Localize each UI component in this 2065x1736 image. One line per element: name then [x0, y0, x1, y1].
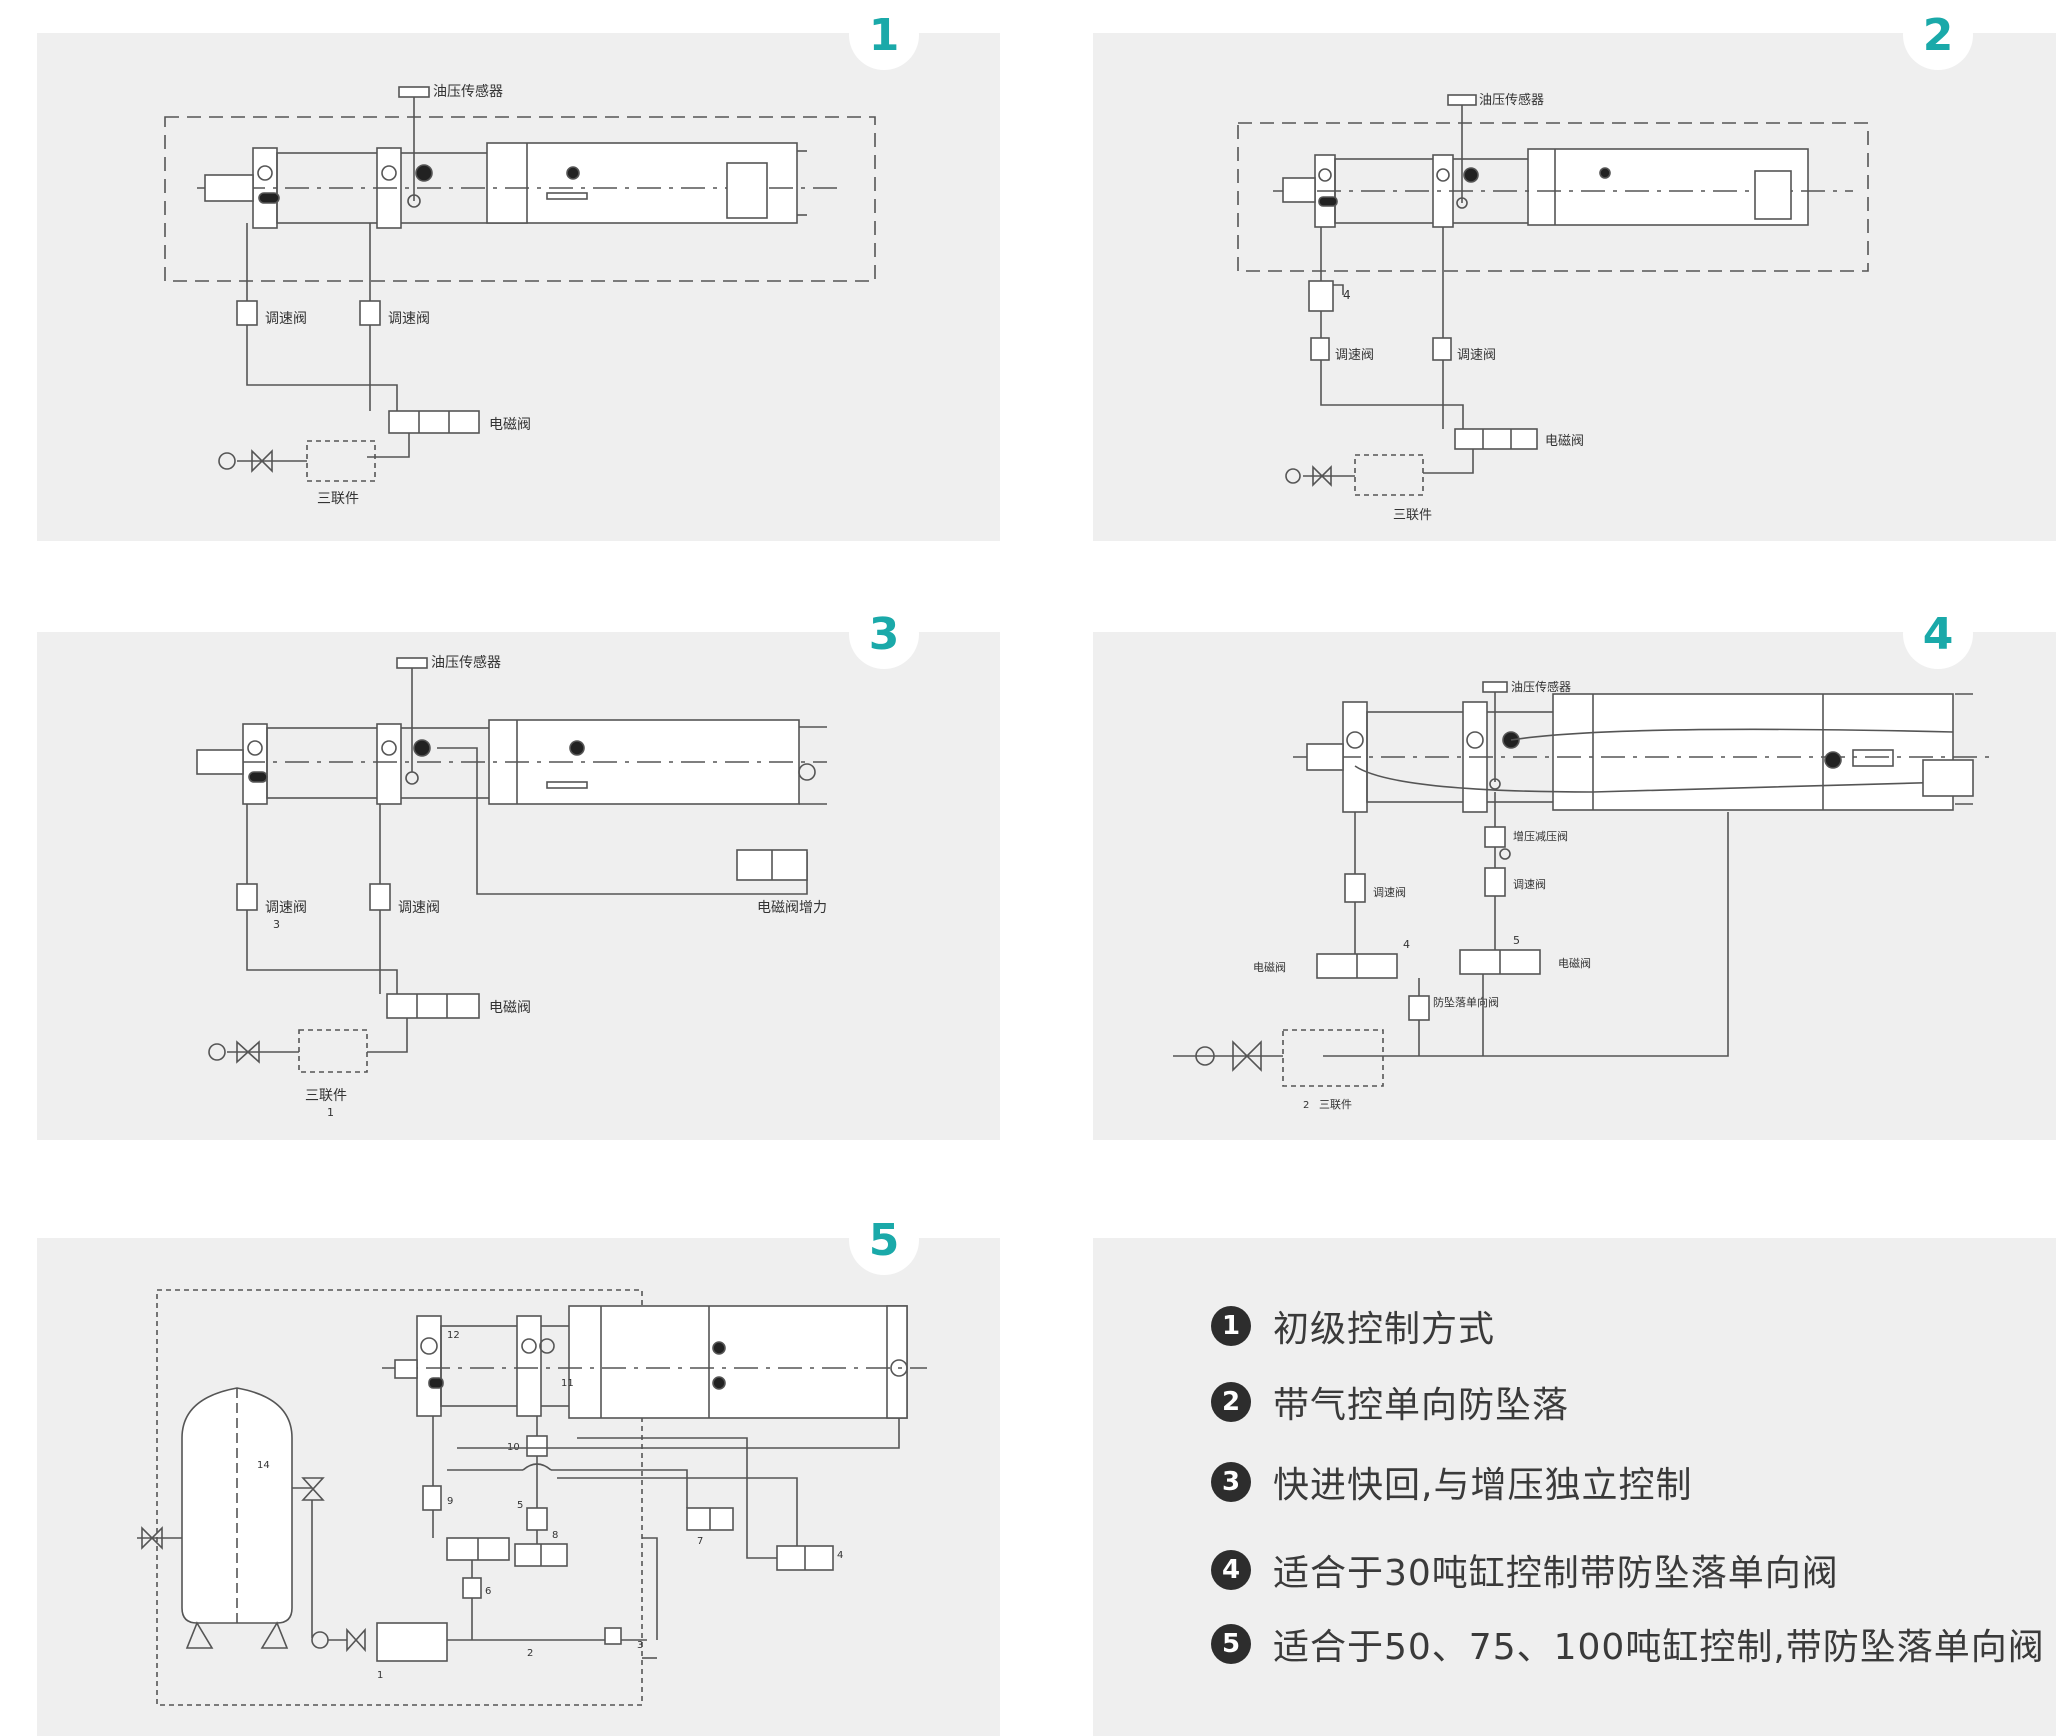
label-n11: 11 — [561, 1378, 574, 1389]
label-frl: 三联件 — [317, 491, 359, 507]
legend-number: 5 — [1211, 1624, 1251, 1664]
legend-list: 1 初级控制方式 2 带气控单向防坠落 3 快进快回,与增压独立控制 4 适合于… — [1093, 1238, 2056, 1736]
label-speed-a: 调速阀 — [265, 311, 307, 327]
label-num-b: 1 — [327, 1106, 334, 1119]
label-speed-a: 调速阀 — [1335, 348, 1374, 363]
label-boost-solenoid: 电磁阀增力 — [757, 900, 827, 916]
panel-number-badge: 2 — [1903, 0, 1973, 70]
panel-number-badge: 3 — [849, 599, 919, 669]
label-check-num: 4 — [1343, 288, 1351, 302]
label-speed-b: 调速阀 — [398, 900, 440, 916]
label-n8: 8 — [552, 1530, 558, 1541]
label-frl: 三联件 — [1393, 508, 1432, 523]
label-solenoid: 电磁阀 — [489, 417, 531, 433]
label-sensor: 油压传感器 — [433, 83, 503, 100]
label-n3: 3 — [637, 1640, 643, 1651]
label-solenoid: 电磁阀 — [1545, 434, 1584, 449]
label-speed-b: 调速阀 — [1513, 877, 1546, 891]
label-speed-a: 调速阀 — [265, 900, 307, 916]
legend-item-2: 2 带气控单向防坠落 — [1211, 1376, 1569, 1428]
label-booster: 增压减压阀 — [1513, 829, 1568, 843]
diagram-panel-4: 油压传感器 增压减压阀 调速阀 调速阀 4 电磁阀 — [1093, 599, 2056, 1140]
label-solenoid: 电磁阀 — [489, 1000, 531, 1016]
legend-text: 适合于50、75、100吨缸控制,带防坠落单向阀 — [1273, 1627, 2045, 1668]
label-frl: 三联件 — [1319, 1098, 1352, 1111]
panel-number-badge: 4 — [1903, 599, 1973, 669]
panel-number-badge: 1 — [849, 0, 919, 70]
legend-number: 2 — [1211, 1382, 1251, 1422]
diagram-panel-2: 油压传感器 4 调速阀 调速阀 电磁阀 三联件 2 — [1093, 0, 2056, 541]
label-speed-b: 调速阀 — [388, 311, 430, 327]
legend-item-1: 1 初级控制方式 — [1211, 1300, 1495, 1352]
schematic-1: 油压传感器 调速阀 调速阀 电磁阀 三联件 — [164, 83, 876, 507]
label-n2: 2 — [527, 1648, 533, 1659]
label-n9: 9 — [447, 1496, 453, 1507]
panel-number-badge: 5 — [849, 1205, 919, 1275]
label-n12: 12 — [447, 1330, 460, 1341]
label-n6: 6 — [485, 1586, 491, 1597]
label-num-a: 3 — [273, 918, 280, 931]
label-speed-b: 调速阀 — [1457, 348, 1496, 363]
label-anti-drop: 防坠落单向阀 — [1433, 995, 1499, 1009]
label-n1: 1 — [377, 1670, 383, 1681]
label-n14: 14 — [257, 1460, 270, 1471]
legend-item-5: 5 适合于50、75、100吨缸控制,带防坠落单向阀 — [1211, 1618, 2045, 1670]
legend-item-3: 3 快进快回,与增压独立控制 — [1211, 1456, 1692, 1508]
label-num-a: 4 — [1403, 938, 1410, 951]
schematic-3: 油压传感器 电磁阀增力 调速阀 3 调速阀 电磁阀 — [196, 654, 827, 1119]
label-n7: 7 — [697, 1536, 703, 1547]
schematic-5: 14 1 2 3 12 11 9 10 — [137, 1289, 927, 1706]
schematic-4: 油压传感器 增压减压阀 调速阀 调速阀 4 电磁阀 — [1173, 679, 1993, 1111]
legend-number: 4 — [1211, 1550, 1251, 1590]
label-solenoid-b: 电磁阀 — [1558, 956, 1591, 970]
label-solenoid-a: 电磁阀 — [1253, 960, 1286, 974]
label-num-frl: 2 — [1303, 1100, 1309, 1111]
schematic-2: 油压传感器 4 调速阀 调速阀 电磁阀 三联件 — [1237, 92, 1869, 523]
label-frl: 三联件 — [305, 1088, 347, 1104]
label-sensor: 油压传感器 — [1511, 679, 1571, 694]
diagram-panel-3: 油压传感器 电磁阀增力 调速阀 3 调速阀 电磁阀 — [37, 599, 1000, 1140]
legend-text: 带气控单向防坠落 — [1273, 1385, 1570, 1426]
label-n5: 5 — [517, 1500, 523, 1511]
label-n4: 4 — [837, 1550, 843, 1561]
label-num-b: 5 — [1513, 934, 1520, 947]
diagram-panel-5: 14 1 2 3 12 11 9 10 — [37, 1205, 1000, 1736]
legend-number: 1 — [1211, 1306, 1251, 1346]
label-sensor: 油压传感器 — [431, 654, 501, 671]
label-speed-a: 调速阀 — [1373, 885, 1406, 899]
legend-panel: 1 初级控制方式 2 带气控单向防坠落 3 快进快回,与增压独立控制 4 适合于… — [1093, 1238, 2056, 1736]
label-sensor: 油压传感器 — [1479, 92, 1544, 108]
legend-text: 快进快回,与增压独立控制 — [1273, 1465, 1693, 1506]
legend-number: 3 — [1211, 1462, 1251, 1502]
diagram-panel-1: 油压传感器 调速阀 调速阀 电磁阀 三联件 — [37, 0, 1000, 541]
legend-text: 初级控制方式 — [1273, 1309, 1496, 1350]
legend-text: 适合于30吨缸控制带防坠落单向阀 — [1273, 1553, 1839, 1594]
legend-item-4: 4 适合于30吨缸控制带防坠落单向阀 — [1211, 1544, 1839, 1596]
